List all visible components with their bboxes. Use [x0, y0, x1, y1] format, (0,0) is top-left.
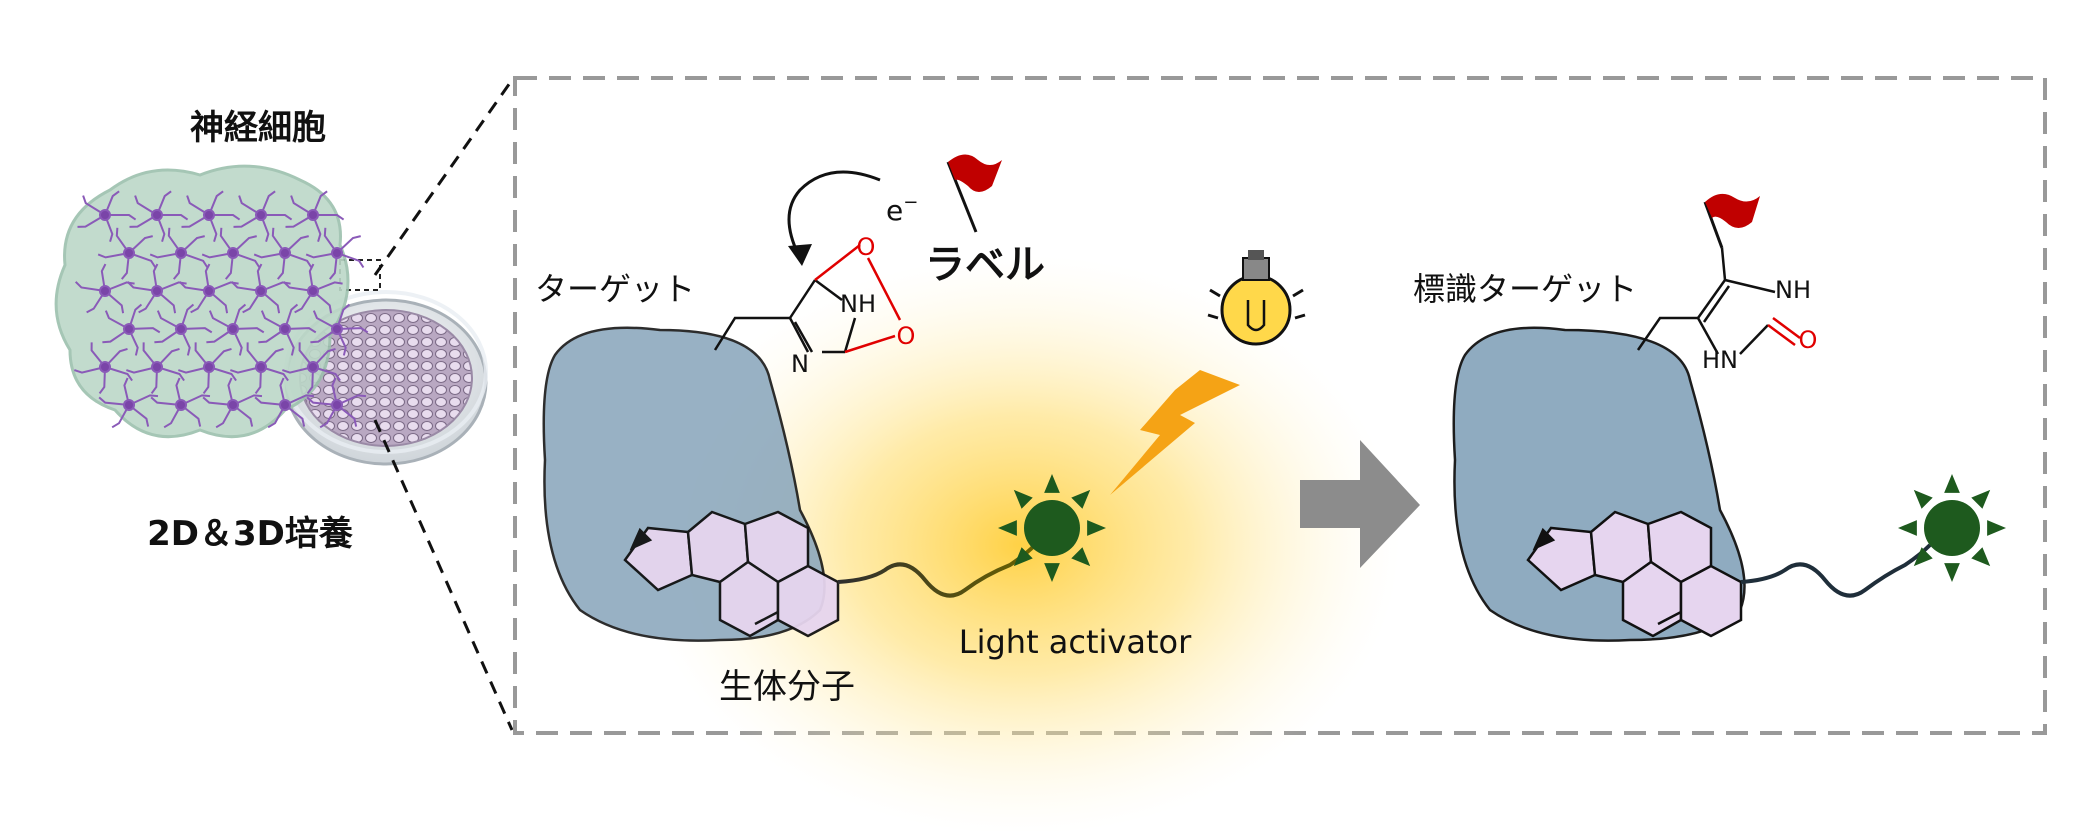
steroid-molecule: [623, 510, 840, 638]
flag-icon-product: [1703, 193, 1760, 249]
lightning-icon: [1110, 370, 1240, 495]
labeled-target-label: 標識ターゲット: [1413, 270, 1637, 308]
light-activator-icon: [998, 474, 1106, 582]
oxygen-bottom: O: [897, 322, 916, 350]
linker-chain: [837, 543, 1037, 598]
petri-dish: [284, 290, 488, 466]
after-state: 標識ターゲット NH HN O: [1413, 193, 2006, 642]
target-label: ターゲット: [535, 270, 695, 308]
zoom-box: [339, 259, 381, 291]
light-activator-icon-product: [1898, 474, 2006, 582]
nh-atom-product: NH: [1775, 276, 1811, 304]
light-bulb-icon: [1207, 250, 1306, 346]
biomolecule-label: 生体分子: [719, 667, 855, 707]
neurons-title: 神経細胞: [190, 108, 326, 148]
neuron-cluster: [54, 164, 369, 439]
oxygen-top: O: [857, 233, 876, 261]
zoom-line-bottom: [373, 419, 514, 731]
probe-ring: [788, 244, 902, 354]
light-activator-label: Light activator: [959, 623, 1192, 661]
label-text: ラベル: [925, 242, 1045, 288]
hn-atom-product: HN: [1702, 346, 1738, 374]
flag-icon: [946, 154, 1002, 233]
n-atom: N: [791, 350, 809, 378]
linker-chain-product: [1740, 543, 1932, 598]
electron-label: e−: [886, 192, 918, 227]
electron-arrow: [787, 170, 881, 259]
left-panel: 神経細胞 2D＆3D培養: [54, 108, 488, 554]
culture-label: 2D＆3D培養: [147, 514, 353, 554]
zoom-frame: [513, 76, 2047, 735]
zoom-line-top: [373, 79, 514, 276]
reaction-arrow: [1300, 440, 1420, 568]
before-state: ターゲット O O NH N e− ラベル: [535, 154, 1400, 831]
nh-atom: NH: [840, 290, 876, 318]
oxygen-product: O: [1799, 326, 1818, 354]
steroid-molecule-product: [1526, 510, 1743, 638]
